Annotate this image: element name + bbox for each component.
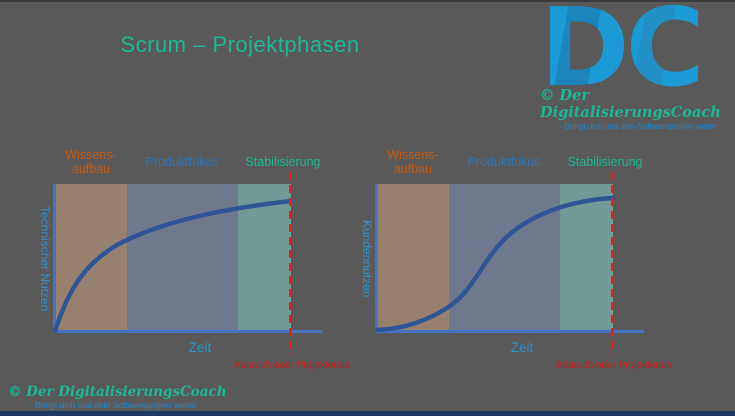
x-axis-line: [53, 330, 322, 333]
chart-kundennutzen: Wissens- aufbau Produktfokus Stabilisier…: [360, 148, 672, 371]
logo-tagline: – Bringt dich und dein Softwareprojekt w…: [558, 121, 717, 131]
phase-label-line: Wissens-: [65, 148, 117, 162]
footer-brand-name: © Der DigitalisierungsCoach: [8, 384, 227, 400]
logo-brand-name: © Der DigitalisierungsCoach: [540, 86, 721, 121]
x-axis-label: Zeit: [510, 340, 534, 355]
y-axis-line: [53, 184, 56, 333]
phase-labels: Wissens- aufbau Produktfokus Stabilisier…: [377, 147, 642, 180]
y-axis-line: [375, 184, 378, 333]
phase-labels: Wissens- aufbau Produktfokus Stabilisier…: [55, 147, 320, 180]
chart-technischer-nutzen: Wissens- aufbau Produktfokus Stabilisier…: [38, 148, 350, 371]
slide-title: Scrum – Projektphasen: [120, 32, 360, 57]
x-axis-line: [375, 330, 644, 333]
y-axis-label: Kundennutzen: [360, 219, 374, 298]
project-end-dashed-line: [289, 172, 292, 355]
saturation-curve: [52, 198, 294, 334]
phase-band-produktfokus: [449, 184, 560, 332]
x-axis-label: Zeit: [188, 340, 212, 355]
phase-band-stabilisierung: [560, 184, 613, 332]
phase-label-stabilisierung: Stabilisierung: [567, 155, 643, 169]
phase-label-line: Wissens-: [387, 148, 439, 162]
y-axis-label: Technischer Nutzen: [38, 205, 52, 312]
phase-label-produktfokus: Produktfokus: [145, 155, 219, 169]
phase-label-wissensaufbau: Wissens- aufbau: [363, 148, 463, 176]
phase-label-stabilisierung: Stabilisierung: [245, 155, 321, 169]
s-curve: [374, 195, 616, 333]
dc-monogram-icon: DC: [540, 2, 730, 102]
footer-tagline: – Bringt dich und dein Softwareprojekt w…: [28, 400, 197, 410]
phase-band-wissensaufbau: [377, 184, 449, 332]
phase-band-wissensaufbau: [55, 184, 127, 332]
bottom-accent-bar: [0, 411, 735, 416]
project-end-annotation: Abbruch oder Projektende: [233, 360, 351, 371]
dc-logo: DC © Der DigitalisierungsCoach – Bringt …: [540, 2, 730, 131]
phase-label-line: aufbau: [71, 162, 111, 176]
project-end-dashed-line: [611, 172, 614, 355]
phase-label-produktfokus: Produktfokus: [467, 155, 541, 169]
phase-label-line: aufbau: [393, 162, 433, 176]
footer-brand: © Der DigitalisierungsCoach – Bringt dic…: [8, 384, 227, 410]
phase-band-produktfokus: [127, 184, 238, 332]
project-end-annotation: Abbruch oder Projektende: [555, 360, 673, 371]
phase-label-wissensaufbau: Wissens- aufbau: [41, 148, 141, 176]
